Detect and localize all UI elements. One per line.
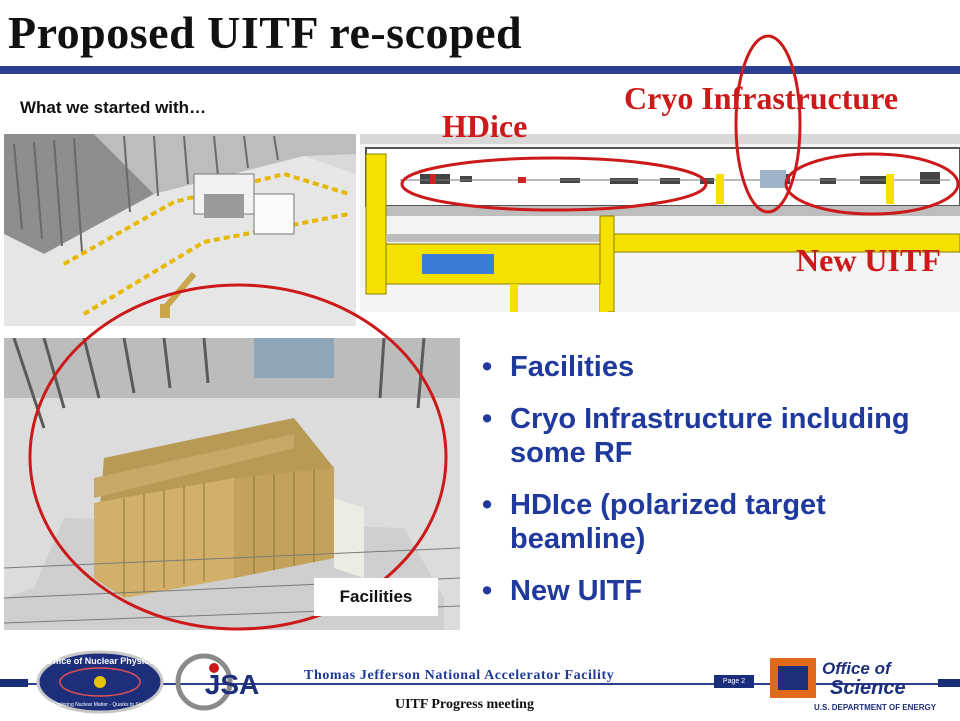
bullet-text: Cryo Infrastructure including some RF (510, 403, 910, 469)
nuclear-physics-logo-text: Office of Nuclear Physics (46, 656, 155, 666)
footer-meeting-name: UITF Progress meeting (395, 697, 534, 712)
nuclear-physics-logo-tagline: Exploring Nuclear Matter - Quarks to Sta… (53, 702, 148, 708)
bullet-text: New UITF (510, 575, 643, 607)
bullet-dot: • (482, 351, 493, 383)
bullet-dot: • (482, 403, 493, 435)
footer-page-number: Page 2 (714, 675, 754, 688)
original-hall-image (4, 134, 356, 326)
cryo-infrastructure-label: Cryo Infrastructure (624, 80, 899, 116)
cryo-ellipse (734, 34, 802, 214)
bullet-text: Facilities (510, 351, 635, 383)
bullet-dot: • (482, 489, 493, 521)
footer-organization: Thomas Jefferson National Accelerator Fa… (304, 668, 615, 683)
facilities-image (4, 338, 460, 630)
bullet-text: HDIce (polarized target beamline) (510, 489, 826, 555)
subtitle: What we started with… (20, 98, 207, 117)
jsa-logo-text: JSA (205, 669, 259, 700)
nuclear-physics-logo: Office of Nuclear Physics Exploring Nucl… (34, 648, 166, 716)
facilities-tag: Facilities (314, 578, 438, 616)
title-rule (0, 66, 960, 74)
office-of-science-text-1: Office of (822, 659, 893, 678)
beamline-plan-image (360, 134, 960, 312)
office-of-science-logo: Office of Science U.S. DEPARTMENT OF ENE… (768, 654, 956, 716)
bullet-item: • HDIce (polarized target beamline) (478, 488, 948, 556)
bullet-list: • Facilities • Cryo Infrastructure includi… (478, 350, 948, 626)
bullet-item: • Facilities (478, 350, 948, 384)
doe-text: U.S. DEPARTMENT OF ENERGY (814, 703, 937, 712)
footer-rule (0, 683, 960, 685)
footer-accent-right (938, 679, 960, 687)
jsa-logo: JSA (172, 650, 272, 714)
new-uitf-label: New UITF (796, 242, 941, 278)
slide-title: Proposed UITF re-scoped (8, 7, 523, 58)
bullet-dot: • (482, 575, 493, 607)
new-uitf-ellipse (784, 152, 960, 216)
bullet-item: • Cryo Infrastructure including some RF (478, 402, 948, 470)
bullet-item: • New UITF (478, 574, 948, 608)
footer-accent-left (0, 679, 28, 687)
hdice-label: HDice (442, 108, 528, 144)
hdice-ellipse (400, 156, 708, 212)
office-of-science-text-2: Science (830, 677, 906, 699)
facilities-ellipse (28, 283, 448, 631)
